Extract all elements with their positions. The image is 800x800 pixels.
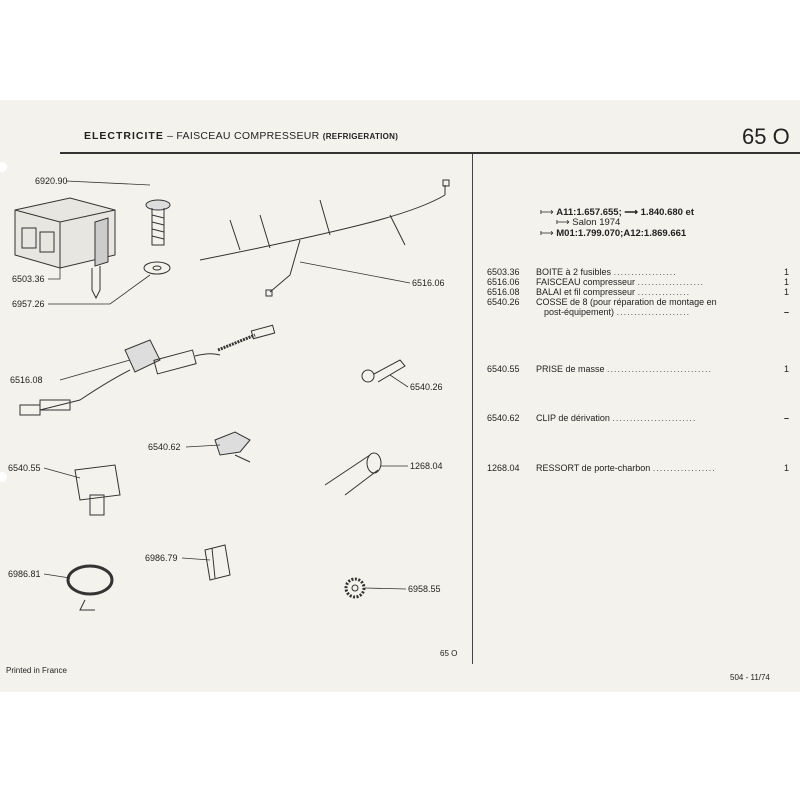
callout-label: 6540.26 [410, 382, 443, 392]
edition-code: 504 - 11/74 [730, 673, 770, 682]
leader-lines [43, 180, 411, 590]
punch-hole [0, 162, 7, 172]
brush-wire-drawing [19, 324, 276, 416]
part-ref: 6540.55 [487, 364, 520, 374]
part-ref: 6540.62 [487, 413, 520, 423]
callout-label: 6540.55 [8, 463, 41, 473]
applicability-line: ⟼ A11:1.657.655; ⟶ 1.840.680 et [540, 207, 695, 218]
part-ref: 6516.08 [487, 287, 520, 297]
part-desc: FAISCEAU compresseur ................... [536, 277, 705, 287]
callout-label: 6920.90 [35, 176, 68, 186]
header-rule [60, 152, 800, 154]
clip-drawing [214, 431, 251, 463]
applicability-line: ⟼ M01:1.799.070;A12:1.869.661 [540, 228, 687, 239]
part-qty: 1 [784, 463, 790, 473]
part-ref: 6503.36 [487, 267, 520, 277]
column-divider [472, 154, 473, 664]
part-desc: PRISE de masse .........................… [536, 364, 713, 374]
callout-label: 6986.79 [145, 553, 178, 563]
part-qty: – [784, 413, 790, 423]
figure-code: 65 O [440, 649, 458, 658]
part-ref: 6516.06 [487, 277, 520, 287]
part-qty: 1 [784, 364, 790, 374]
part-desc: BOITE à 2 fusibles .................. [536, 267, 677, 277]
part-qty: 1 [784, 287, 790, 297]
spring-drawing [324, 452, 382, 496]
part-desc: BALAI et fil compresseur ............... [536, 287, 691, 297]
callout-label: 6986.81 [8, 569, 41, 579]
part-desc: COSSE de 8 (pour réparation de montage e… [536, 297, 717, 317]
toothed-washer-drawing [344, 577, 366, 599]
fuse-box-drawing [14, 197, 116, 300]
callout-label: 6957.26 [12, 299, 45, 309]
page-code: 65 O [742, 124, 790, 149]
part-ref: 1268.04 [487, 463, 520, 473]
applicability-line: ⟼ Salon 1974 [556, 217, 621, 228]
callout-label: 6958.55 [408, 584, 441, 594]
ground-socket-drawing [74, 464, 121, 516]
callout-label: 6503.36 [12, 274, 45, 284]
ring-terminal-drawing [361, 359, 406, 383]
clip-2-drawing [204, 544, 231, 581]
hose-clamp-drawing [66, 564, 114, 611]
part-desc: CLIP de dérivation .....................… [536, 413, 697, 423]
callout-label: 1268.04 [410, 461, 443, 471]
callout-label: 6516.06 [412, 278, 445, 288]
screw-drawing [145, 199, 171, 246]
printed-in-france: Printed in France [6, 666, 67, 675]
part-ref: 6540.26 [487, 297, 520, 307]
page-title: ELECTRICITE – FAISCEAU COMPRESSEUR (REFR… [84, 130, 399, 142]
punch-hole [0, 472, 7, 482]
callout-label: 6540.62 [148, 442, 181, 452]
part-qty: 1 [784, 277, 790, 287]
washer-drawing [143, 261, 171, 275]
catalog-page [0, 100, 800, 692]
wiring-harness-drawing [199, 179, 450, 297]
part-qty: – [784, 307, 790, 317]
part-qty: 1 [784, 267, 790, 277]
part-desc: RESSORT de porte-charbon ...............… [536, 463, 716, 473]
callout-label: 6516.08 [10, 375, 43, 385]
